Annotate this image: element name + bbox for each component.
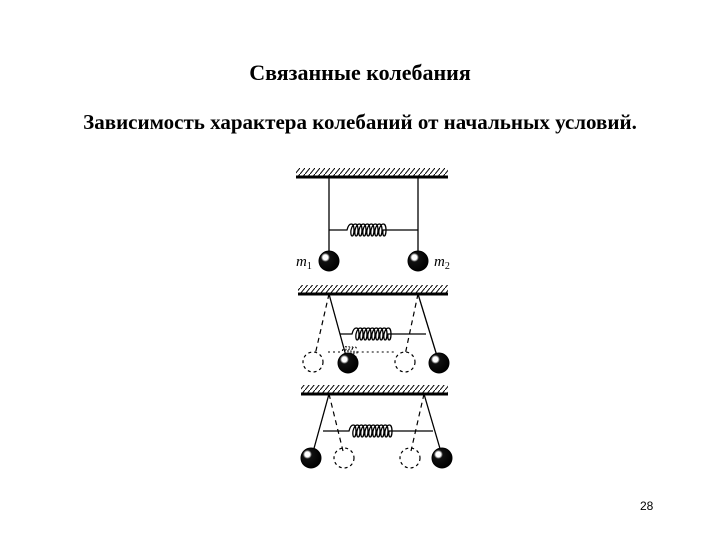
- mass-m1: [318, 250, 340, 272]
- pendulum-string-left: [312, 393, 330, 453]
- mass-m2: [431, 447, 453, 469]
- mass-m1: [337, 352, 359, 374]
- panel-anti-phase: [300, 385, 453, 469]
- spring: [323, 424, 433, 438]
- mass-m2-dashed: [399, 447, 421, 469]
- mass-m2-dashed: [394, 351, 416, 373]
- pendulum-string-right-dashed: [410, 393, 425, 452]
- mass-m1-dashed: [333, 447, 355, 469]
- pendulum-string-left: [328, 293, 347, 357]
- mass-m1-dashed: [302, 351, 324, 373]
- panel-equilibrium: m1 m2: [296, 168, 450, 272]
- panel-in-phase: [298, 285, 450, 374]
- spring: [340, 327, 426, 341]
- mass-m1: [300, 447, 322, 469]
- page-number: 28: [640, 499, 654, 513]
- spring-dashed: [328, 346, 396, 358]
- pendulum-string-left-dashed: [328, 393, 344, 452]
- label-m1: m1: [296, 254, 312, 272]
- label-m2: m2: [434, 254, 450, 272]
- ceiling-hatch: [296, 168, 448, 176]
- mass-m2: [407, 250, 429, 272]
- ceiling-hatch: [301, 385, 448, 393]
- mass-m2: [428, 352, 450, 374]
- spring: [329, 223, 418, 237]
- pendulum-string-right: [417, 293, 438, 357]
- ceiling-hatch: [298, 285, 448, 293]
- pendulum-string-right: [423, 393, 442, 453]
- pendulum-string-left-dashed: [314, 293, 330, 356]
- slide-title: Связанные колебания: [249, 60, 471, 85]
- pendulum-string-right-dashed: [404, 293, 419, 356]
- slide-subtitle: Зависимость характера колебаний от начал…: [83, 110, 637, 134]
